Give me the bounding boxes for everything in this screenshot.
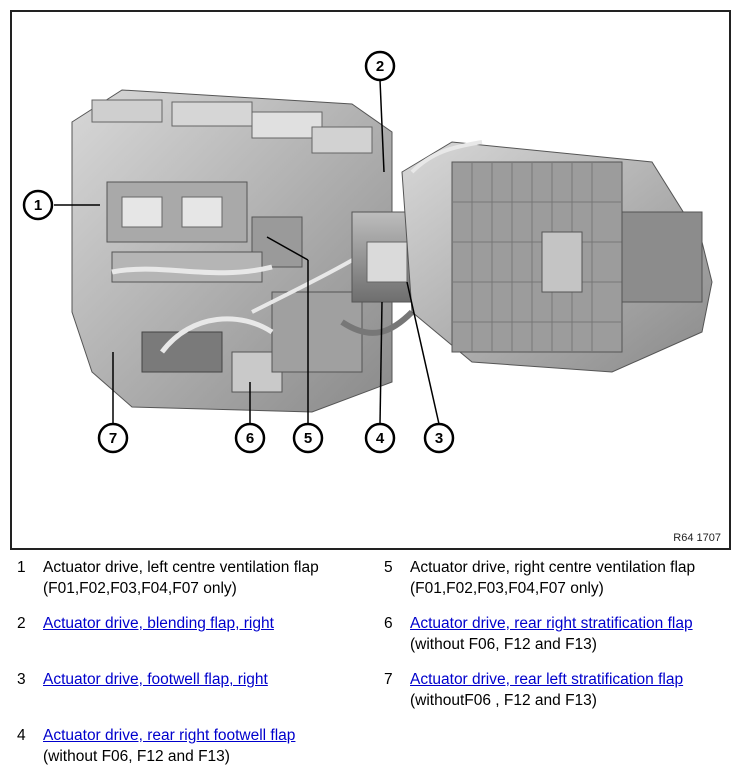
svg-text:4: 4	[376, 430, 385, 447]
svg-text:7: 7	[109, 430, 117, 447]
legend-text: (without F06, F12 and F13)	[43, 748, 230, 765]
legend-number: 1	[17, 559, 26, 576]
diagram-figure: 1 2 3 4 5 6 7 R64 1707	[10, 10, 731, 550]
figure-reference-code: R64 1707	[673, 532, 721, 544]
legend-number: 5	[384, 559, 393, 576]
legend-number: 2	[17, 615, 26, 632]
legend-number: 7	[384, 671, 393, 688]
left-heater-housing	[71, 89, 393, 413]
callout-5: 5	[292, 422, 324, 454]
legend-text: Actuator drive, left centre ventilation …	[43, 559, 319, 597]
callout-4: 4	[364, 422, 396, 454]
legend-link-rear-right-stratification-flap[interactable]: Actuator drive, rear right stratificatio…	[410, 615, 693, 632]
leader-lines	[54, 79, 440, 425]
right-evaporator-housing	[401, 140, 713, 373]
callout-6: 6	[234, 422, 266, 454]
callout-2: 2	[364, 50, 396, 82]
legend-number: 6	[384, 615, 393, 632]
legend-link-blending-flap[interactable]: Actuator drive, blending flap, right	[43, 615, 274, 632]
legend-text: Actuator drive, right centre ventilation…	[410, 559, 696, 597]
svg-text:6: 6	[246, 430, 254, 447]
callout-3: 3	[423, 422, 455, 454]
svg-text:3: 3	[435, 430, 443, 447]
svg-text:2: 2	[376, 58, 384, 75]
legend-text: (without F06, F12 and F13)	[410, 636, 597, 653]
hvac-unit-illustration: 1 2 3 4 5 6 7	[22, 50, 713, 454]
legend-link-footwell-flap[interactable]: Actuator drive, footwell flap, right	[43, 671, 268, 688]
legend-link-rear-footwell-flap[interactable]: Actuator drive, rear right footwell flap	[43, 727, 296, 744]
legend-number: 4	[17, 727, 26, 744]
svg-text:1: 1	[34, 197, 42, 214]
legend-text: (withoutF06 , F12 and F13)	[410, 692, 597, 709]
legend-link-rear-left-stratification-flap[interactable]: Actuator drive, rear left stratification…	[410, 671, 684, 688]
svg-text:5: 5	[304, 430, 312, 447]
legend-number: 3	[17, 671, 26, 688]
callout-7: 7	[97, 422, 129, 454]
callout-1: 1	[22, 189, 54, 221]
